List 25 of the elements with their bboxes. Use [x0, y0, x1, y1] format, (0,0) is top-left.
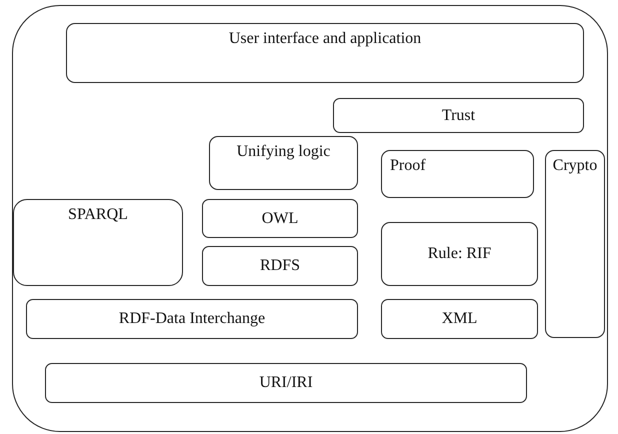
- layer-label: SPARQL: [68, 206, 128, 224]
- layer-label: XML: [442, 310, 478, 328]
- layer-label: RDF-Data Interchange: [118, 310, 266, 328]
- layer-label: Trust: [442, 106, 476, 124]
- layer-box: [13, 199, 183, 286]
- layer-box: [202, 246, 358, 286]
- layer-label: Proof: [390, 157, 426, 175]
- layer-label: URI/IRI: [259, 374, 313, 392]
- layer-box: [45, 363, 527, 403]
- layer-box: [381, 299, 538, 339]
- layer-box: [209, 136, 358, 190]
- layer-box: [202, 199, 358, 238]
- layer-box: [381, 222, 538, 286]
- layer-label: OWL: [262, 210, 298, 228]
- stack-frame: [12, 5, 608, 432]
- layer-box: [66, 23, 584, 83]
- layer-box: [545, 150, 605, 338]
- layer-box: [333, 98, 584, 133]
- layer-box: [26, 299, 358, 339]
- layer-label: Unifying logic: [236, 143, 330, 161]
- layer-label: User interface and application: [228, 30, 422, 48]
- layer-box: [381, 150, 534, 198]
- layer-label: Crypto: [552, 157, 598, 175]
- layer-label: RDFS: [260, 257, 300, 275]
- layer-label: Rule: RIF: [428, 245, 492, 263]
